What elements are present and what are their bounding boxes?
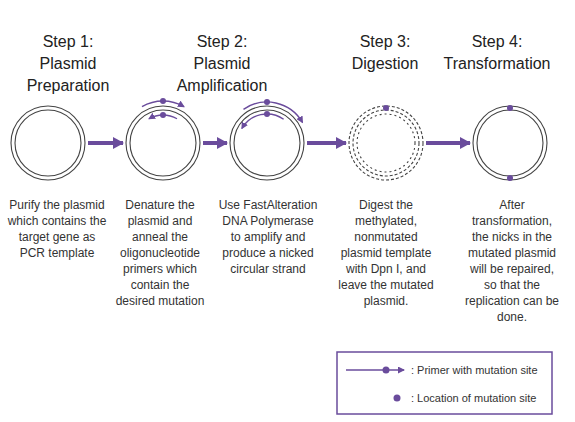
step-arrow	[307, 141, 346, 145]
plasmid-circle	[123, 103, 203, 183]
step-description: Use FastAlteration DNA Polymerase to amp…	[218, 197, 318, 277]
plasmid-node: Use FastAlteration DNA Polymerase to amp…	[227, 103, 307, 183]
step-heading: Step 4: Transformation	[437, 31, 557, 75]
plasmid-strand	[130, 110, 196, 176]
step-heading: Step 1: Plasmid Preparation	[18, 31, 118, 97]
plasmid-strand	[473, 106, 547, 180]
primer-arrow	[243, 102, 302, 123]
mutation-dot	[160, 98, 166, 104]
legend-sample-dot	[394, 395, 401, 402]
step-description: Denature the plasmid and anneal the olig…	[110, 197, 210, 309]
plasmid-node: Purify the plasmid which contains the ta…	[8, 103, 88, 183]
step-arrow	[88, 141, 123, 145]
legend-text: : Location of mutation site	[411, 391, 536, 405]
plasmid-node: Digest the methylated, nonmutated plasmi…	[346, 103, 426, 183]
plasmid-strand	[234, 110, 300, 176]
mutation-dot	[264, 99, 270, 105]
plasmid-strand	[357, 114, 415, 172]
mutation-dot	[160, 112, 166, 118]
step-heading: Step 3: Digestion	[335, 31, 435, 75]
mutation-dot	[507, 105, 513, 111]
plasmid-circle	[346, 103, 426, 183]
mutation-dot	[507, 175, 513, 181]
legend-sample-dot	[383, 367, 390, 374]
step-description: After transformation, the nicks in the m…	[462, 197, 562, 325]
plasmid-strand	[477, 110, 543, 176]
legend-box	[337, 352, 552, 414]
primer-arrow	[242, 114, 284, 128]
mutation-dot	[383, 105, 389, 111]
plasmid-circle	[227, 103, 307, 183]
plasmid-circle	[470, 103, 550, 183]
legend-text: : Primer with mutation site	[411, 363, 538, 377]
step-heading: Step 2: Plasmid Amplification	[172, 31, 272, 97]
plasmid-strand	[349, 106, 423, 180]
plasmid-strand	[126, 106, 200, 180]
plasmid-strand	[353, 110, 419, 176]
plasmid-node: Denature the plasmid and anneal the olig…	[123, 103, 203, 183]
plasmid-node: After transformation, the nicks in the m…	[470, 103, 550, 183]
plasmid-strand	[11, 106, 85, 180]
step-description: Digest the methylated, nonmutated plasmi…	[336, 197, 436, 309]
step-description: Purify the plasmid which contains the ta…	[7, 197, 107, 261]
step-arrow	[203, 141, 227, 145]
step-arrow	[426, 141, 470, 145]
plasmid-strand	[15, 110, 81, 176]
mutation-dot	[264, 111, 270, 117]
legend-sample-primer	[346, 369, 404, 370]
plasmid-strand	[230, 106, 304, 180]
plasmid-circle	[8, 103, 88, 183]
